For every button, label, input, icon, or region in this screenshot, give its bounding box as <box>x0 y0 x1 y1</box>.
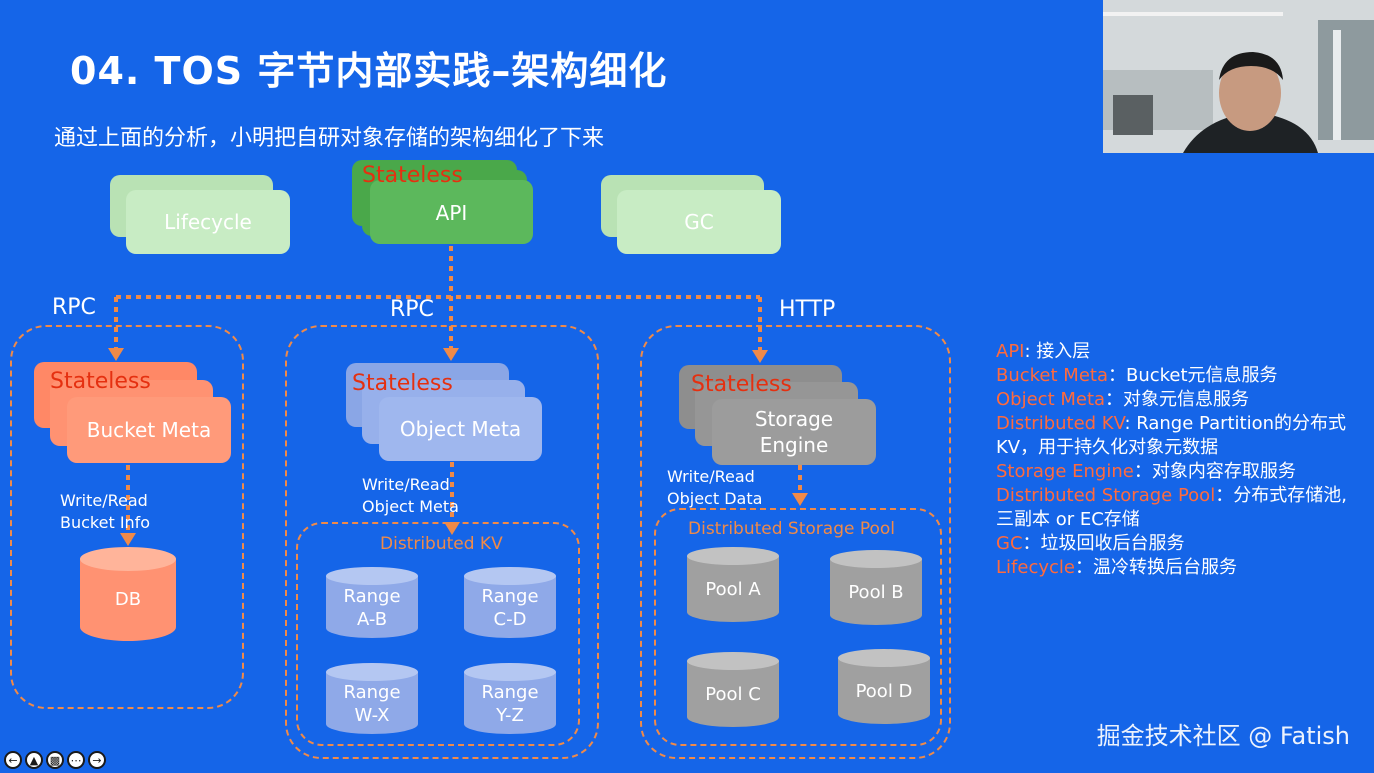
distributed-storage-pool-title: Distributed Storage Pool <box>688 519 896 539</box>
distributed-storage-pool-region <box>654 508 942 746</box>
annotate-icon[interactable]: ▲ <box>25 751 43 769</box>
legend-row-storage-pool-cont: 三副本 or EC存储 <box>996 509 1140 530</box>
storage-engine-region <box>640 325 951 759</box>
captions-icon[interactable]: ▩ <box>46 751 64 769</box>
legend-row-gc: GC：垃圾回收后台服务 <box>996 532 1366 556</box>
legend-val-storage-pool: ：分布式存储池, <box>1215 485 1347 506</box>
rpc-left-label: RPC <box>52 295 96 320</box>
range-yz-label: Range Y-Z <box>481 681 539 726</box>
legend-val-bucket-meta: ：Bucket元信息服务 <box>1107 365 1278 386</box>
watermark: 掘金技术社区 @ Fatish <box>1096 722 1350 750</box>
legend-key-gc: GC <box>996 533 1023 554</box>
legend-row-object-meta: Object Meta：对象元信息服务 <box>996 388 1366 412</box>
bucket-rw-note: Write/Read Bucket Info <box>60 491 151 532</box>
legend-row-storage-engine: Storage Engine：对象内容存取服务 <box>996 460 1366 484</box>
object-rw-note: Write/Read Object Meta <box>362 475 459 516</box>
range-wx-label: Range W-X <box>343 681 401 726</box>
range-ab-label: Range A-B <box>343 585 401 630</box>
lifecycle-card-front <box>126 190 290 254</box>
arrow-head-storage <box>752 350 768 363</box>
gc-card-front <box>617 190 781 254</box>
legend-key-api: API <box>996 341 1025 362</box>
legend-key-lifecycle: Lifecycle <box>996 557 1075 578</box>
legend-row-distributed-kv-cont: KV，用于持久化对象元数据 <box>996 437 1219 458</box>
lifecycle-label: Lifecycle <box>164 210 252 234</box>
pool-a-shape <box>687 547 779 622</box>
storage-engine-label: Storage Engine <box>754 407 834 457</box>
bucket-card-front <box>67 397 231 463</box>
db-cylinder-shape <box>80 547 176 641</box>
rpc-middle-label: RPC <box>390 297 434 322</box>
gc-label: GC <box>684 210 714 234</box>
slide-title: 04. TOS 字节内部实践–架构细化 <box>70 49 668 93</box>
legend-val-gc: ：垃圾回收后台服务 <box>1022 533 1185 554</box>
range-yz-shape <box>464 663 556 734</box>
arrow-head-db <box>120 533 136 546</box>
legend-val-storage-engine: ：对象内容存取服务 <box>1133 461 1296 482</box>
legend-key-object-meta: Object Meta <box>996 389 1106 410</box>
object-meta-label: Object Meta <box>399 417 522 441</box>
legend-val-object-meta: ：对象元信息服务 <box>1105 389 1250 410</box>
slide-subtitle: 通过上面的分析，小明把自研对象存储的架构细化了下来 <box>54 126 605 151</box>
pool-a-label: Pool A <box>705 579 761 601</box>
legend-val-lifecycle: ：温冷转换后台服务 <box>1074 557 1237 578</box>
range-cd-label: Range C-D <box>481 585 539 630</box>
legend-row-lifecycle: Lifecycle：温冷转换后台服务 <box>996 556 1366 580</box>
back-icon[interactable]: ← <box>4 751 22 769</box>
legend-row-storage-pool: Distributed Storage Pool：分布式存储池, <box>996 484 1366 508</box>
arrow-head-kv <box>444 522 460 535</box>
pool-d-label: Pool D <box>855 681 913 703</box>
bucket-stateless-label: Stateless <box>50 369 151 394</box>
legend-val-distributed-kv: : Range Partition的分布式 <box>1124 413 1347 434</box>
pool-c-shape <box>687 652 779 727</box>
range-wx-shape <box>326 663 418 734</box>
bucket-meta-label: Bucket Meta <box>86 418 212 442</box>
object-meta-region <box>285 325 599 759</box>
arrow-head-pool <box>792 493 808 506</box>
legend: API: 接入层 Bucket Meta：Bucket元信息服务 Object … <box>996 340 1366 580</box>
presenter-webcam <box>1103 0 1374 153</box>
storage-rw-note: Write/Read Object Data <box>667 467 763 508</box>
legend-row-bucket-meta: Bucket Meta：Bucket元信息服务 <box>996 364 1366 388</box>
forward-icon[interactable]: → <box>88 751 106 769</box>
legend-row-api: API: 接入层 <box>996 340 1366 364</box>
object-card-front <box>379 397 542 461</box>
arrow-head-object <box>443 348 459 361</box>
db-label: DB <box>114 589 142 611</box>
api-label: API <box>435 201 468 225</box>
http-label: HTTP <box>779 297 836 322</box>
object-stateless-label: Stateless <box>352 371 453 396</box>
range-cd-shape <box>464 567 556 638</box>
distributed-kv-region <box>296 522 580 746</box>
pool-d-shape <box>838 649 930 724</box>
bucket-meta-region <box>10 325 244 709</box>
legend-key-bucket-meta: Bucket Meta <box>996 365 1108 386</box>
api-stateless-label: Stateless <box>362 163 463 188</box>
more-icon[interactable]: ⋯ <box>67 751 85 769</box>
pool-b-shape <box>830 550 922 625</box>
storage-stateless-label: Stateless <box>691 372 792 397</box>
legend-val-api: : 接入层 <box>1024 341 1091 362</box>
legend-key-storage-pool: Distributed Storage Pool <box>996 485 1216 506</box>
api-card-front <box>370 180 533 244</box>
legend-key-storage-engine: Storage Engine <box>996 461 1134 482</box>
legend-key-distributed-kv: Distributed KV <box>996 413 1125 434</box>
player-controls: ← ▲ ▩ ⋯ → <box>4 751 106 769</box>
storage-card-front <box>712 399 876 465</box>
range-ab-shape <box>326 567 418 638</box>
legend-row-distributed-kv: Distributed KV: Range Partition的分布式 <box>996 412 1366 436</box>
pool-b-label: Pool B <box>848 582 904 604</box>
arrow-head-bucket <box>108 348 124 361</box>
pool-c-label: Pool C <box>705 684 761 706</box>
presenter-webcam-image <box>1103 0 1374 153</box>
distributed-kv-title: Distributed KV <box>380 534 503 554</box>
